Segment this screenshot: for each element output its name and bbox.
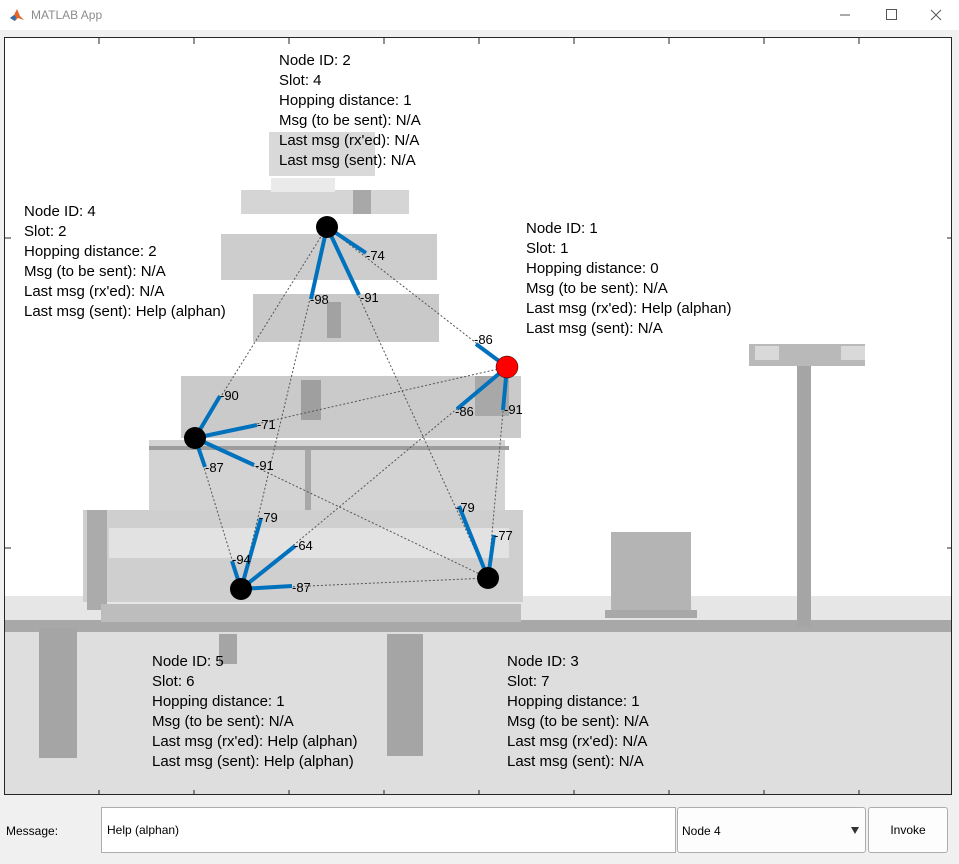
rssi-n4-n2: -90 bbox=[220, 388, 239, 403]
network-plot-axes[interactable]: -74 -98 -91 -86 -86 -91 -90 -71 -87 -91 … bbox=[4, 37, 952, 795]
rssi-n3-n1: -77 bbox=[494, 528, 513, 543]
node-info-4: Node ID: 4 Slot: 2 Hopping distance: 2 M… bbox=[24, 202, 226, 322]
node-info-line: Node ID: 2 bbox=[279, 52, 351, 69]
node-info-line: Msg (to be sent): N/A bbox=[526, 280, 668, 297]
minimize-button[interactable] bbox=[822, 0, 868, 30]
node-info-line: Last msg (sent): N/A bbox=[507, 753, 644, 770]
maximize-icon bbox=[886, 9, 897, 20]
chevron-down-icon bbox=[851, 827, 859, 834]
node-info-line: Node ID: 3 bbox=[507, 653, 579, 670]
node-info-line: Last msg (sent): Help (alphan) bbox=[152, 753, 354, 770]
rssi-n5-n1: -64 bbox=[294, 538, 313, 553]
node-marker-1[interactable] bbox=[495, 355, 519, 379]
link-n2-n4 bbox=[194, 226, 328, 439]
rssi-n1-n2: -86 bbox=[474, 332, 493, 347]
rssi-n2-n4: -98 bbox=[310, 292, 329, 307]
node-info-line: Node ID: 1 bbox=[526, 220, 598, 237]
rssi-n1-n4: -86 bbox=[455, 404, 474, 419]
rssi-n1-n3: -91 bbox=[504, 402, 523, 417]
node-info-line: Hopping distance: 0 bbox=[526, 260, 659, 277]
stub-n5-n2 bbox=[239, 517, 263, 590]
node-info-line: Msg (to be sent): N/A bbox=[24, 263, 166, 280]
message-input[interactable] bbox=[101, 807, 676, 853]
background-silhouette bbox=[5, 132, 951, 794]
node-info-line: Slot: 6 bbox=[152, 673, 195, 690]
node-info-line: Msg (to be sent): N/A bbox=[279, 112, 421, 129]
node-marker-4[interactable] bbox=[184, 427, 206, 449]
node-info-line: Last msg (rx'ed): N/A bbox=[507, 733, 648, 750]
node-info-line: Slot: 1 bbox=[526, 240, 569, 257]
node-info-line: Last msg (sent): Help (alphan) bbox=[24, 303, 226, 320]
node-info-line: Msg (to be sent): N/A bbox=[507, 713, 649, 730]
node-info-line: Last msg (sent): N/A bbox=[526, 320, 663, 337]
node-info-line: Slot: 2 bbox=[24, 223, 67, 240]
stub-n2-n3 bbox=[325, 226, 361, 296]
node-info-line: Node ID: 5 bbox=[152, 653, 224, 670]
close-icon bbox=[930, 9, 942, 21]
rssi-n5-n4: -94 bbox=[232, 552, 251, 567]
close-button[interactable] bbox=[913, 0, 959, 30]
rssi-n2-n1: -74 bbox=[366, 248, 385, 263]
node-info-line: Last msg (rx'ed): N/A bbox=[24, 283, 165, 300]
node-info-line: Slot: 7 bbox=[507, 673, 550, 690]
rssi-n4-n3: -91 bbox=[255, 458, 274, 473]
control-bar: Message: Node 4 Invoke bbox=[0, 797, 959, 864]
node-info-line: Hopping distance: 1 bbox=[507, 693, 640, 710]
node-marker-2[interactable] bbox=[316, 216, 338, 238]
node-info-line: Last msg (sent): N/A bbox=[279, 152, 416, 169]
stub-n2-n4 bbox=[309, 226, 329, 300]
rssi-n2-n3: -91 bbox=[360, 290, 379, 305]
node-select-value: Node 4 bbox=[682, 824, 721, 838]
message-label: Message: bbox=[6, 824, 59, 838]
minimize-icon bbox=[840, 14, 850, 16]
stub-n3-n4 bbox=[457, 505, 490, 579]
nodes bbox=[184, 216, 519, 600]
node-marker-3[interactable] bbox=[477, 567, 499, 589]
node-info-2: Node ID: 2 Slot: 4 Hopping distance: 1 M… bbox=[279, 51, 421, 171]
node-info-line: Hopping distance: 1 bbox=[152, 693, 285, 710]
rssi-n4-n1: -71 bbox=[257, 417, 276, 432]
node-info-line: Msg (to be sent): N/A bbox=[152, 713, 294, 730]
rssi-n5-n3: -87 bbox=[292, 580, 311, 595]
node-info-line: Hopping distance: 1 bbox=[279, 92, 412, 109]
node-select-dropdown[interactable]: Node 4 bbox=[677, 807, 866, 853]
node-info-line: Last msg (rx'ed): N/A bbox=[279, 132, 420, 149]
node-info-line: Last msg (rx'ed): Help (alphan) bbox=[526, 300, 732, 317]
node-info-1: Node ID: 1 Slot: 1 Hopping distance: 0 M… bbox=[526, 219, 731, 339]
node-info-line: Node ID: 4 bbox=[24, 203, 96, 220]
node-info-5: Node ID: 5 Slot: 6 Hopping distance: 1 M… bbox=[152, 652, 357, 772]
node-info-3: Node ID: 3 Slot: 7 Hopping distance: 1 M… bbox=[507, 652, 649, 772]
rssi-n3-n4: -79 bbox=[456, 500, 475, 515]
stub-n5-n1 bbox=[239, 544, 297, 591]
rssi-labels: -74 -98 -91 -86 -86 -91 -90 -71 -87 -91 … bbox=[205, 248, 523, 595]
node-info-line: Last msg (rx'ed): Help (alphan) bbox=[152, 733, 358, 750]
network-scene: -74 -98 -91 -86 -86 -91 -90 -71 -87 -91 … bbox=[5, 38, 951, 794]
axis-ticks bbox=[5, 38, 951, 794]
rssi-n4-n5: -87 bbox=[205, 460, 224, 475]
invoke-button[interactable]: Invoke bbox=[868, 807, 948, 853]
matlab-icon bbox=[9, 7, 25, 23]
rssi-n5-n2: -79 bbox=[259, 510, 278, 525]
node-marker-5[interactable] bbox=[230, 578, 252, 600]
window-title: MATLAB App bbox=[31, 8, 103, 22]
title-bar: MATLAB App bbox=[0, 0, 959, 30]
node-info-line: Hopping distance: 2 bbox=[24, 243, 157, 260]
maximize-button[interactable] bbox=[868, 0, 914, 30]
node-info-line: Slot: 4 bbox=[279, 72, 322, 89]
